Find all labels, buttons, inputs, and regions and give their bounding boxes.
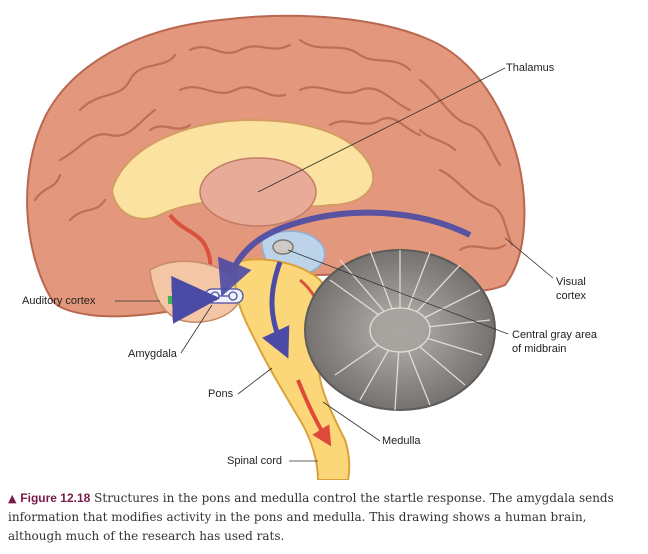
label-pons: Pons — [208, 388, 234, 400]
leader-lines — [115, 67, 554, 462]
label-medulla: Medulla — [382, 435, 421, 447]
label-central-gray-line2: of midbrain — [512, 343, 567, 355]
caption-text: Structures in the pons and medulla contr… — [8, 491, 614, 543]
label-central-gray-line1: Central gray area — [512, 329, 597, 341]
figure-caption: ▲ Figure 12.18 Structures in the pons an… — [8, 489, 638, 546]
visual-pathway-arrow — [217, 209, 472, 297]
brain-diagram — [26, 14, 554, 480]
label-amygdala: Amygdala — [128, 348, 177, 360]
medulla-output-arrow — [296, 379, 332, 447]
gyri-texture — [33, 38, 514, 252]
caption-marker: ▲ — [8, 492, 17, 505]
figure-number: Figure 12.18 — [20, 491, 91, 505]
label-auditory-cortex: Auditory cortex — [22, 295, 96, 307]
label-spinal-cord: Spinal cord — [227, 455, 283, 467]
amygdala-nodes — [204, 288, 244, 304]
label-visual-cortex-line1: Visual — [556, 276, 586, 288]
central-gray-area — [272, 239, 294, 255]
amygdala-to-pons-arrow — [262, 261, 290, 359]
label-thalamus: Thalamus — [506, 62, 555, 74]
cerebellum-folia — [329, 249, 491, 411]
auditory-input-arrow — [167, 275, 220, 324]
label-visual-cortex-line2: cortex — [556, 290, 586, 302]
